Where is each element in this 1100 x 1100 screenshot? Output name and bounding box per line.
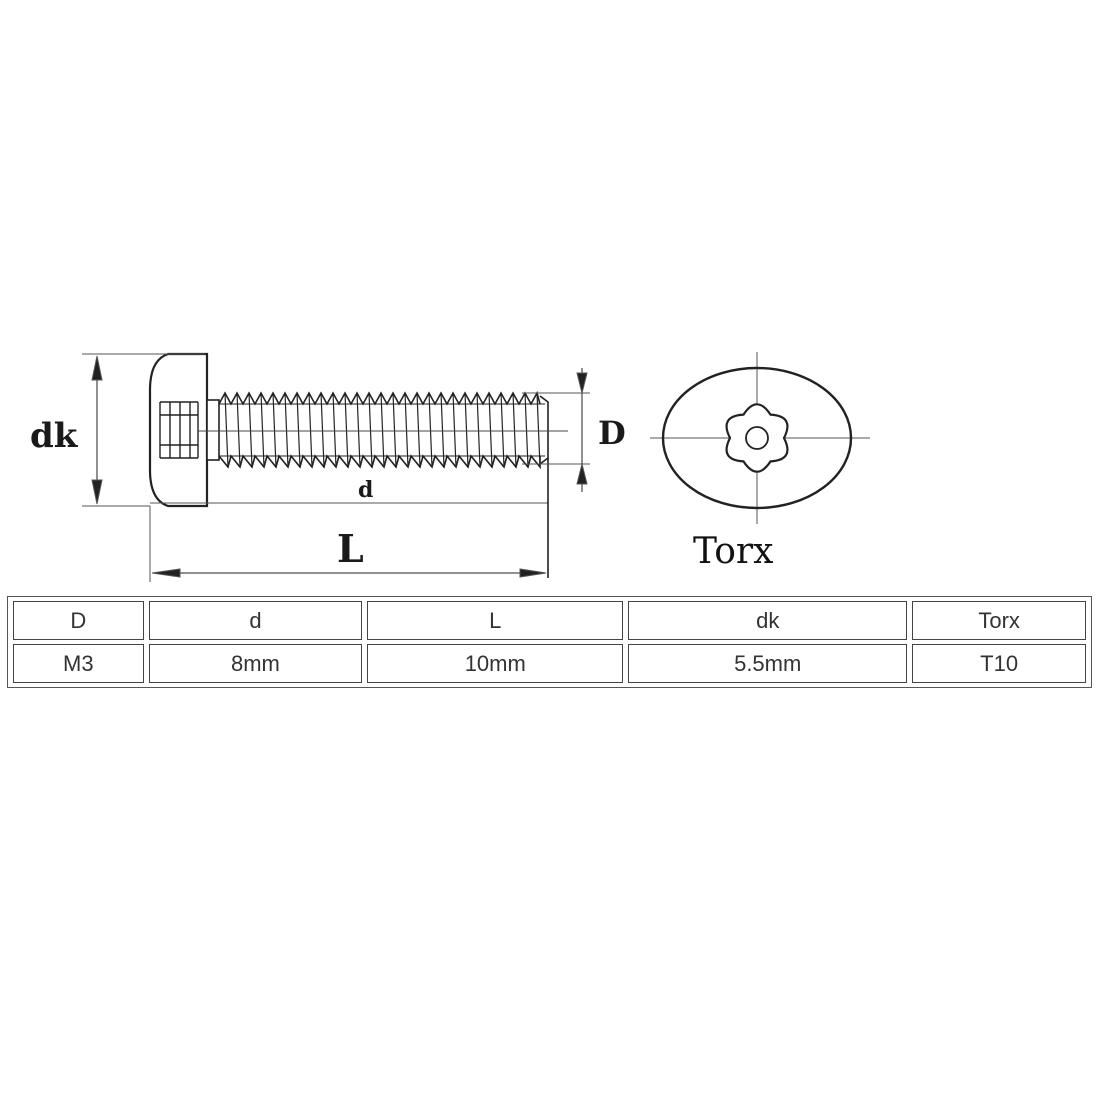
thread-crest-line bbox=[344, 392, 349, 468]
thread-crest-line bbox=[296, 392, 301, 468]
thread-crest-line bbox=[248, 392, 253, 468]
thread-crest-line bbox=[272, 392, 277, 468]
thread-lines bbox=[224, 392, 541, 468]
spec-header-row: D d L dk Torx bbox=[13, 601, 1086, 640]
spec-value-row: M3 8mm 10mm 5.5mm T10 bbox=[13, 644, 1086, 683]
D-dimension bbox=[522, 368, 590, 492]
thread-crest-line bbox=[380, 392, 385, 468]
L-label: L bbox=[337, 526, 364, 571]
header-cell-d: d bbox=[148, 601, 363, 640]
torx-label: Torx bbox=[693, 531, 773, 572]
screw-tip bbox=[539, 395, 549, 465]
spec-table-grid: D d L dk Torx M3 8mm 10mm 5.5mm T10 bbox=[8, 597, 1091, 687]
L-dimension bbox=[149, 506, 547, 582]
torx-head-view bbox=[650, 352, 870, 524]
thread-crest-line bbox=[392, 392, 397, 468]
value-cell-dk: 5.5mm bbox=[628, 644, 908, 683]
thread-crest-line bbox=[224, 392, 229, 468]
thread-crest-line bbox=[416, 392, 421, 468]
thread-crest-line bbox=[332, 392, 337, 468]
thread-crest-line bbox=[488, 392, 493, 468]
thread-crest-line bbox=[284, 392, 289, 468]
thread-crest-line bbox=[368, 392, 373, 468]
header-cell-L: L bbox=[367, 601, 624, 640]
thread-crest-line bbox=[320, 392, 325, 468]
thread-crest-line bbox=[524, 392, 529, 468]
D-label: D bbox=[598, 414, 626, 452]
screw-head bbox=[148, 352, 209, 508]
thread-crest-line bbox=[236, 392, 241, 468]
header-cell-torx: Torx bbox=[912, 601, 1086, 640]
thread-top bbox=[218, 390, 541, 406]
value-cell-torx: T10 bbox=[912, 644, 1086, 683]
d-label: d bbox=[358, 477, 373, 503]
thread-crest-line bbox=[356, 392, 361, 468]
header-cell-D: D bbox=[13, 601, 144, 640]
torx-center-pin bbox=[745, 426, 769, 450]
spec-table: D d L dk Torx M3 8mm 10mm 5.5mm T10 bbox=[7, 596, 1092, 688]
head-recess bbox=[159, 401, 199, 459]
torx-head-outline bbox=[661, 366, 853, 510]
dk-label: dk bbox=[30, 416, 79, 456]
thread-crest-line bbox=[500, 392, 505, 468]
thread-crest-line bbox=[428, 392, 433, 468]
screw-neck bbox=[206, 399, 220, 461]
thread-crest-line bbox=[440, 392, 445, 468]
thread-crest-line bbox=[476, 392, 481, 468]
d-dimension bbox=[150, 458, 549, 578]
thread-crest-line bbox=[308, 392, 313, 468]
screw-side-view bbox=[148, 352, 549, 508]
header-cell-dk: dk bbox=[628, 601, 908, 640]
value-cell-D: M3 bbox=[13, 644, 144, 683]
thread-crest-line bbox=[404, 392, 409, 468]
dk-dimension bbox=[82, 353, 205, 507]
torx-star-recess bbox=[725, 403, 789, 473]
thread-crest-line bbox=[536, 392, 541, 468]
thread-crest-line bbox=[452, 392, 457, 468]
value-cell-d: 8mm bbox=[148, 644, 363, 683]
screw-diagram: dk d L D Torx bbox=[30, 352, 870, 582]
thread-crest-line bbox=[464, 392, 469, 468]
thread-crest-line bbox=[260, 392, 265, 468]
value-cell-L: 10mm bbox=[367, 644, 624, 683]
thread-crest-line bbox=[512, 392, 517, 468]
